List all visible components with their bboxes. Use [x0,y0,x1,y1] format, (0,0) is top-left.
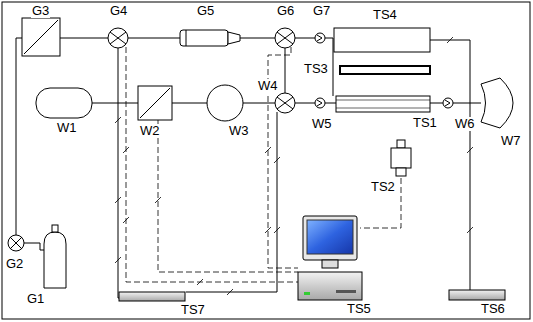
hash-tick [274,227,280,233]
tank-w1 [36,88,92,118]
flowmeter-g5 [180,30,228,46]
camera-lens [396,168,406,176]
hash-tick [265,227,271,233]
data-line [360,178,401,228]
flowmeter-line [186,30,187,46]
flowmeter-nozzle [228,32,240,44]
monitor-ts5 [303,216,357,260]
hash-tick [467,227,473,233]
monitor-stand [322,260,338,268]
hash-tick [115,117,121,123]
component-label: W6 [454,117,476,131]
component-label: W1 [56,121,78,135]
component-label: TS3 [303,62,329,76]
valve-g4 [108,28,128,48]
check-mark [317,35,322,41]
valve-g6 [275,28,295,48]
pump-w3 [207,85,243,121]
filter-g3 [22,18,60,56]
cylinder-valve [52,225,58,232]
component-label: W5 [311,117,333,131]
data-line [126,47,298,282]
hash-tick [447,37,453,43]
component-label: G5 [196,4,215,18]
camera-top [397,140,405,148]
collector-w7 [481,78,513,128]
power-led [304,292,310,295]
gas-pipe [16,38,22,235]
filter-diagonal [140,88,170,118]
device-ts7 [119,292,185,301]
check-valve-w6 [443,98,453,108]
signal-wire [186,112,277,292]
check-mark [445,100,450,106]
data-lines [126,47,401,282]
valve-cross [277,97,293,109]
hash-tick [115,257,121,263]
component-label: G2 [5,257,24,271]
component-label: W3 [228,124,250,138]
component-label: W2 [139,124,161,138]
component-label: G1 [26,292,45,306]
hash-tick [274,157,280,163]
check-mark [317,100,322,106]
test-section-ts1 [336,96,430,112]
plate-ts3 [340,66,430,74]
component-label: G6 [276,4,295,18]
hash-tick [265,147,271,153]
camera-ts2 [391,148,411,168]
data-line [158,120,298,272]
hash-tick [227,289,233,295]
light-source-ts4 [334,28,430,52]
check-valve-g7 [315,33,325,43]
channel-lines [336,100,430,108]
pipes [16,38,481,298]
gas-pipe [24,243,44,250]
component-label: G4 [109,4,128,18]
hash-tick [123,147,129,153]
regulator-g2 [8,235,24,251]
signal-wire [430,40,470,290]
filter-diagonal [24,20,58,54]
regulator-cross [10,237,22,249]
frame [2,2,530,319]
valve-w4 [275,93,295,113]
filter-w2 [138,86,172,120]
drive-slot [336,290,356,293]
component-label: TS2 [370,180,396,194]
component-label: TS1 [412,116,438,130]
components [8,18,513,301]
component-label: TS4 [372,8,398,22]
device-ts6 [449,290,505,300]
component-label: W4 [257,79,279,93]
component-label: TS7 [180,303,206,317]
component-label: TS5 [346,302,372,316]
hash-tick [467,147,473,153]
check-valve-w5 [315,98,325,108]
signal-wire [118,48,119,298]
valve-cross [110,32,126,44]
valve-cross [277,32,293,44]
hash-tick [197,279,203,285]
hash-tick [123,217,129,223]
hash-tick [115,197,121,203]
monitor-screen [307,220,353,254]
component-label: G7 [312,4,331,18]
component-label: W7 [500,134,522,148]
component-label: TS6 [480,302,506,316]
computer-base [298,272,362,300]
gas-pipe [60,38,333,96]
hash-tick [155,197,161,203]
component-label: G3 [31,4,50,18]
hash-ticks [115,37,473,295]
gas-cylinder-g1 [44,232,66,288]
